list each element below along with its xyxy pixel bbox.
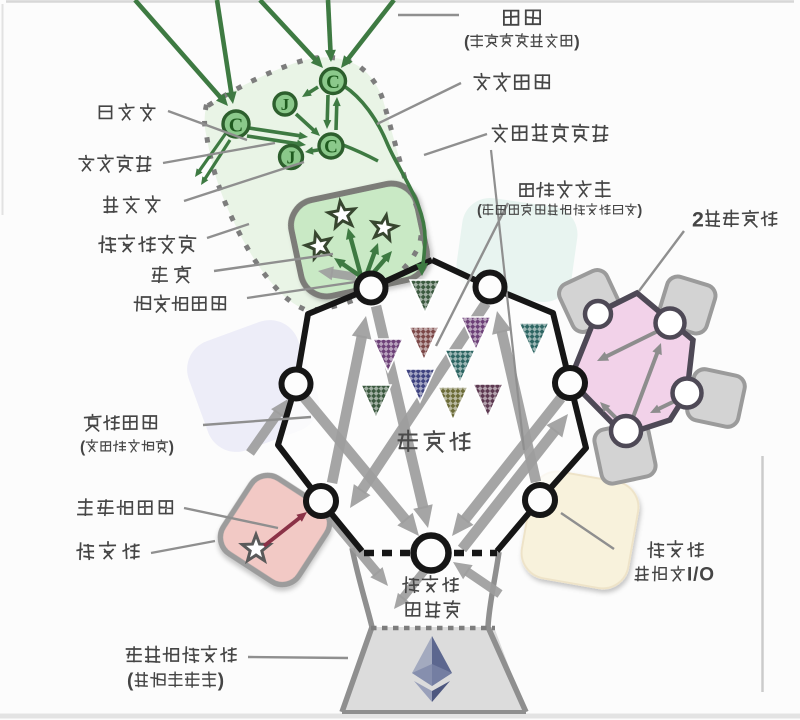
svg-text:J: J bbox=[287, 147, 296, 167]
svg-text:C: C bbox=[324, 137, 338, 158]
svg-text:/: / bbox=[693, 565, 699, 586]
svg-text:C: C bbox=[326, 72, 340, 93]
svg-text:): ) bbox=[637, 203, 642, 219]
svg-text:O: O bbox=[699, 565, 714, 586]
svg-text:(: ( bbox=[464, 32, 470, 51]
svg-text:2: 2 bbox=[692, 208, 704, 232]
svg-text:): ) bbox=[218, 671, 224, 692]
svg-text:C: C bbox=[229, 114, 243, 136]
svg-text:J: J bbox=[281, 95, 290, 114]
svg-text:): ) bbox=[169, 439, 174, 456]
svg-text:I: I bbox=[687, 565, 692, 586]
svg-text:(: ( bbox=[127, 671, 134, 692]
svg-text:): ) bbox=[574, 32, 580, 51]
svg-text:(: ( bbox=[80, 439, 86, 456]
svg-text:(: ( bbox=[477, 203, 482, 219]
